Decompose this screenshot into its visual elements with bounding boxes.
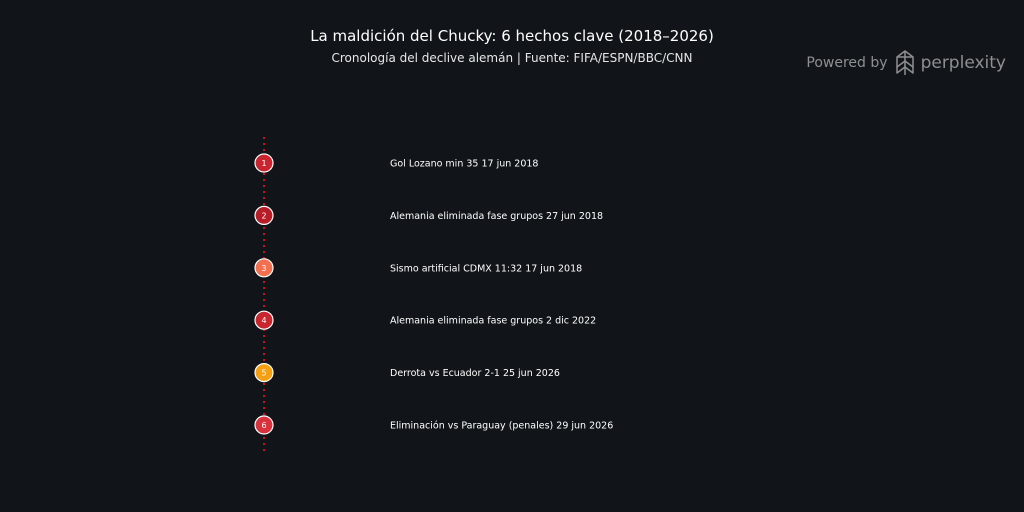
event-label: Eliminación vs Paraguay (penales) 29 jun… (390, 421, 613, 432)
event-label: Alemania eliminada fase grupos 2 dic 202… (390, 316, 596, 327)
perplexity-logo-icon (895, 50, 914, 75)
event-marker (254, 258, 274, 278)
brand-watermark: Powered by perplexity (806, 50, 1006, 76)
event-marker (254, 310, 274, 330)
event-number: 4 (261, 316, 266, 325)
event-marker (254, 205, 274, 225)
timeline-event: 5 Derrota vs Ecuador 2-1 25 jun 2026 (254, 363, 560, 383)
chart-title: La maldición del Chucky: 6 hechos clave … (310, 27, 714, 45)
chart-subtitle: Cronología del declive alemán | Fuente: … (331, 51, 693, 65)
timeline-event: 6 Eliminación vs Paraguay (penales) 29 ju… (254, 415, 613, 435)
event-marker (254, 153, 274, 173)
timeline-event: 4 Alemania eliminada fase grupos 2 dic 20… (254, 310, 596, 330)
event-number: 2 (261, 211, 266, 220)
event-number: 5 (261, 369, 266, 378)
event-marker (254, 415, 274, 435)
timeline-event: 3 Sismo artificial CDMX 11:32 17 jun 2018 (254, 258, 582, 278)
event-label: Alemania eliminada fase grupos 27 jun 20… (390, 211, 603, 222)
event-label: Sismo artificial CDMX 11:32 17 jun 2018 (390, 263, 582, 274)
event-number: 1 (261, 159, 266, 168)
brand-name: perplexity (920, 53, 1006, 73)
event-label: Gol Lozano min 35 17 jun 2018 (390, 159, 538, 170)
event-label: Derrota vs Ecuador 2-1 25 jun 2026 (390, 368, 560, 379)
event-number: 3 (261, 264, 266, 273)
timeline-event: 2 Alemania eliminada fase grupos 27 jun 2… (254, 205, 603, 225)
powered-by-label: Powered by (806, 55, 888, 71)
event-marker (254, 363, 274, 383)
event-number: 6 (261, 421, 266, 430)
timeline-event: 1 Gol Lozano min 35 17 jun 2018 (254, 153, 538, 173)
